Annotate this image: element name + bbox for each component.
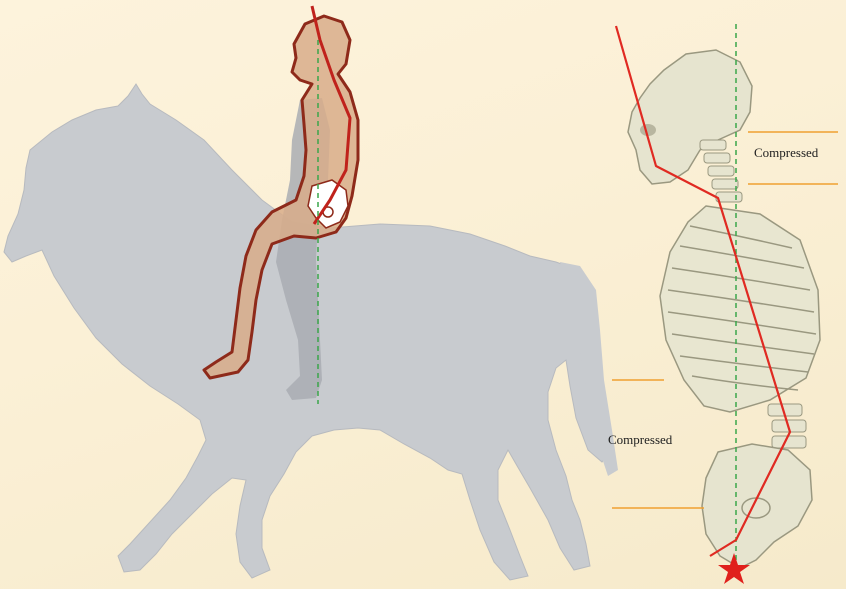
skeleton bbox=[612, 24, 838, 584]
skull bbox=[628, 50, 752, 184]
lumbar-vertebrae bbox=[768, 404, 806, 448]
compressed-label-upper: Compressed bbox=[754, 145, 818, 161]
compressed-label-lower: Compressed bbox=[608, 432, 672, 448]
skeleton-pelvis bbox=[702, 444, 812, 568]
horse-and-rider bbox=[4, 6, 618, 580]
ribcage bbox=[660, 206, 820, 412]
